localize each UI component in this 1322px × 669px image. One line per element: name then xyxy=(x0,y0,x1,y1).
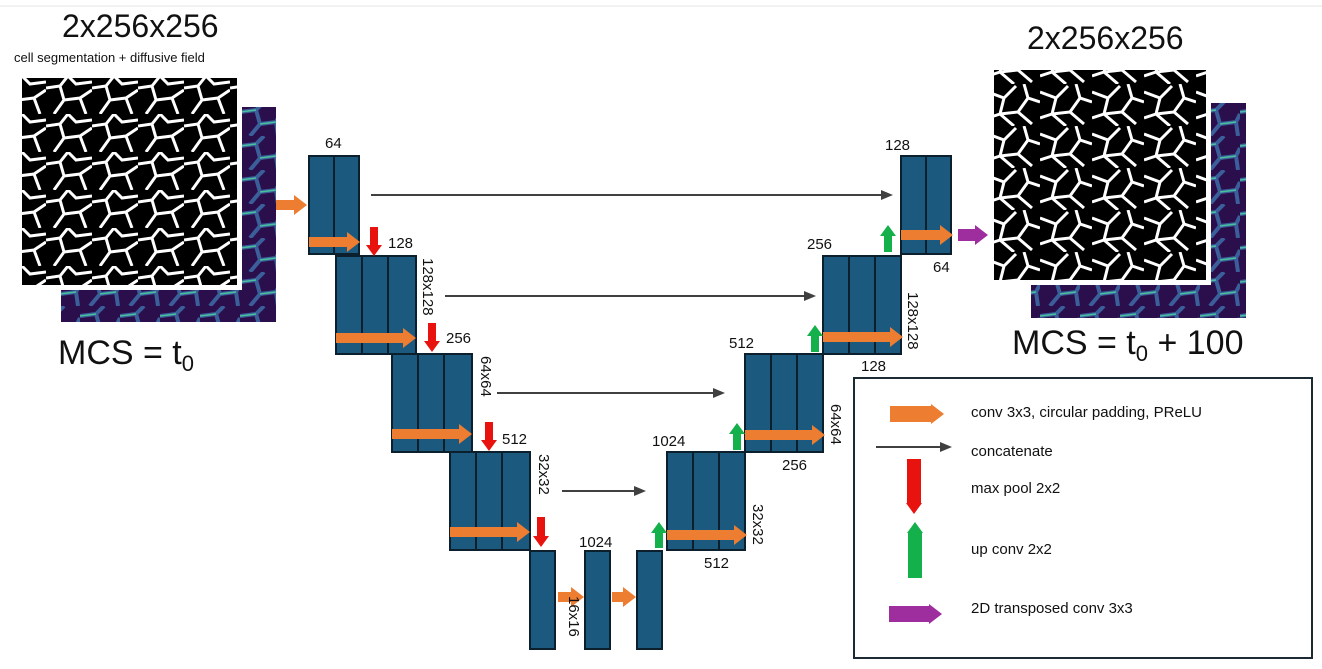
conv-arrow-dec4 xyxy=(667,525,747,545)
upconv-arrow-1 xyxy=(651,522,667,548)
legend-conv-label: conv 3x3, circular padding, PReLU xyxy=(971,404,1202,421)
enc4-size-label: 32x32 xyxy=(535,454,552,495)
conv-arrow-dec3 xyxy=(745,425,825,445)
enc3-channels-label: 256 xyxy=(446,330,472,347)
maxpool-arrow-2 xyxy=(424,323,440,352)
legend-upconv-label: up conv 2x2 xyxy=(971,541,1052,558)
maxpool-arrow-1 xyxy=(366,227,382,256)
input-caption: cell segmentation + diffusive field xyxy=(14,50,205,65)
enc1-channels-label: 64 xyxy=(325,135,342,152)
conv-arrow-bottleneck-2 xyxy=(612,587,636,607)
input-mcs: MCS = t0 xyxy=(58,334,194,376)
dec4-size-label: 32x32 xyxy=(749,504,766,545)
conv-arrow-dec2 xyxy=(823,327,903,347)
dec3-channels-top-label: 512 xyxy=(729,335,755,352)
conv-arrow-input xyxy=(276,195,307,215)
enc2-size-label: 128x128 xyxy=(419,258,436,316)
dec1-channels-top-label: 128 xyxy=(885,137,911,154)
output-dims: 2x256x256 xyxy=(1027,20,1184,56)
dec2-channels-top-label: 256 xyxy=(807,236,833,253)
conv-arrow-enc4 xyxy=(450,522,530,542)
conv-arrow-bottleneck-1 xyxy=(558,587,584,607)
maxpool-arrow-4 xyxy=(533,517,549,547)
output-mcs: MCS = t0 + 100 xyxy=(1012,324,1244,366)
maxpool-arrow-3 xyxy=(481,422,497,451)
conv-arrow-enc3 xyxy=(392,424,472,444)
conv-arrow-enc1 xyxy=(309,232,360,252)
concat-arrow-4-head xyxy=(634,486,646,496)
dec3-size-label: 64x64 xyxy=(827,404,844,445)
concat-arrow-2-head xyxy=(804,291,816,301)
legend-maxpool-label: max pool 2x2 xyxy=(971,480,1061,497)
upconv-arrow-4 xyxy=(880,225,896,252)
legend-upconv-arrow xyxy=(907,522,923,578)
legend-concat-label: concatenate xyxy=(971,443,1053,460)
bottleneck-c-block xyxy=(636,550,663,650)
upconv-arrow-2 xyxy=(729,423,745,450)
conv-arrow-enc2 xyxy=(336,328,416,348)
output-segmentation-image xyxy=(994,70,1206,280)
concat-arrow-3-head xyxy=(713,388,725,398)
dec4-channels-bottom-label: 512 xyxy=(704,555,730,572)
legend-concat-head xyxy=(940,442,952,452)
dec1-channels-bottom-label: 64 xyxy=(933,259,950,276)
input-segmentation-image xyxy=(22,78,237,285)
enc4-channels-label: 512 xyxy=(502,431,528,448)
legend-maxpool-arrow xyxy=(906,459,922,514)
conv-arrow-dec1 xyxy=(901,225,953,245)
concat-arrow-1-head xyxy=(881,190,893,200)
bottleneck-b-block xyxy=(584,550,611,650)
bottleneck-size-label: 16x16 xyxy=(565,596,582,637)
transposed-arrow xyxy=(958,225,988,245)
dec2-size-label: 128x128 xyxy=(904,292,921,350)
legend-transposed-arrow xyxy=(889,604,942,624)
enc2-channels-label: 128 xyxy=(388,235,414,252)
legend-conv-arrow xyxy=(890,404,944,424)
dec3-channels-bottom-label: 256 xyxy=(782,457,808,474)
input-dims: 2x256x256 xyxy=(62,8,219,44)
dec4-channels-top-label: 1024 xyxy=(652,433,686,450)
bottleneck-a-block xyxy=(529,550,556,650)
dec2-channels-bottom-label: 128 xyxy=(861,358,887,375)
enc3-size-label: 64x64 xyxy=(477,356,494,397)
upconv-arrow-3 xyxy=(807,325,823,352)
bottleneck-channels-label: 1024 xyxy=(579,534,613,551)
legend-transposed-label: 2D transposed conv 3x3 xyxy=(971,600,1133,617)
